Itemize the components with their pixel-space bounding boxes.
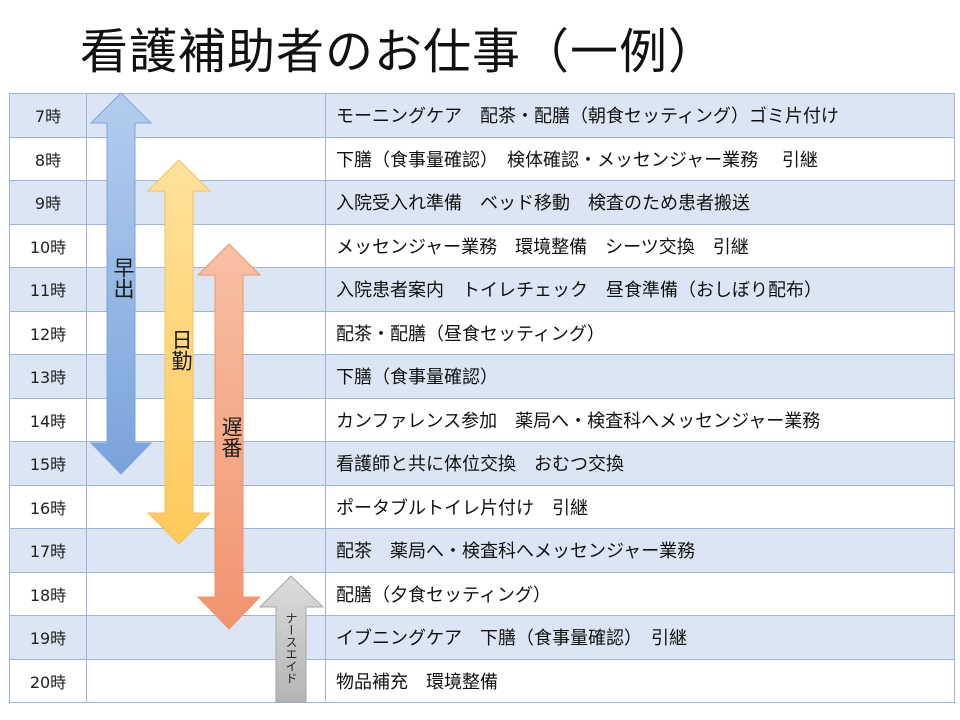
hour-cell: 13時: [9, 354, 87, 399]
task-cell: メッセンジャー業務 環境整備 シーツ交換 引継: [325, 223, 955, 268]
hour-cell: 7時: [9, 93, 87, 138]
table-row: 9時 入院受入れ準備 ベッド移動 検査のため患者搬送: [9, 180, 955, 225]
table-row: 18時 配膳（夕食セッティング）: [9, 571, 955, 616]
task-cell: 配茶 薬局へ・検査科へメッセンジャー業務: [325, 528, 955, 573]
table-row: 19時 イブニングケア 下膳（食事量確認） 引継: [9, 615, 955, 660]
hour-cell: 14時: [9, 397, 87, 442]
shift-cell: [86, 528, 326, 573]
hour-cell: 15時: [9, 441, 87, 486]
task-cell: 看護師と共に体位交換 おむつ交換: [325, 441, 955, 486]
late-shift-label: 遅番: [219, 416, 243, 458]
shift-cell: [86, 571, 326, 616]
task-cell: 入院受入れ準備 ベッド移動 検査のため患者搬送: [325, 180, 955, 225]
table-row: 13時 下膳（食事量確認）: [9, 354, 955, 399]
shift-cell: [86, 136, 326, 181]
shift-cell: [86, 354, 326, 399]
hour-cell: 12時: [9, 310, 87, 355]
hour-cell: 19時: [9, 615, 87, 660]
hour-cell: 17時: [9, 528, 87, 573]
task-cell: カンファレンス参加 薬局へ・検査科へメッセンジャー業務: [325, 397, 955, 442]
table-row: 8時 下膳（食事量確認） 検体確認・メッセンジャー業務 引継: [9, 136, 955, 181]
task-cell: イブニングケア 下膳（食事量確認） 引継: [325, 615, 955, 660]
hour-cell: 18時: [9, 571, 87, 616]
hour-cell: 10時: [9, 223, 87, 268]
hour-cell: 20時: [9, 658, 87, 703]
task-cell: 配膳（夕食セッティング）: [325, 571, 955, 616]
table-row: 17時 配茶 薬局へ・検査科へメッセンジャー業務: [9, 528, 955, 573]
shift-cell: [86, 441, 326, 486]
table-row: 7時 モーニングケア 配茶・配膳（朝食セッティング）ゴミ片付け: [9, 93, 955, 138]
shift-cell: [86, 484, 326, 529]
task-cell: ポータブルトイレ片付け 引継: [325, 484, 955, 529]
shift-cell: [86, 180, 326, 225]
shift-cell: [86, 93, 326, 138]
table-row: 20時 物品補充 環境整備: [9, 658, 955, 703]
table-row: 11時 入院患者案内 トイレチェック 昼食準備（おしぼり配布）: [9, 267, 955, 312]
hour-cell: 8時: [9, 136, 87, 181]
task-cell: モーニングケア 配茶・配膳（朝食セッティング）ゴミ片付け: [325, 93, 955, 138]
table-row: 16時 ポータブルトイレ片付け 引継: [9, 484, 955, 529]
hour-cell: 11時: [9, 267, 87, 312]
early-shift-label: 早出: [111, 257, 135, 299]
table-row: 12時 配茶・配膳（昼食セッティング）: [9, 310, 955, 355]
task-cell: 下膳（食事量確認）: [325, 354, 955, 399]
page-title: 看護補助者のお仕事（一例）: [80, 24, 718, 80]
hour-cell: 9時: [9, 180, 87, 225]
task-cell: 入院患者案内 トイレチェック 昼食準備（おしぼり配布）: [325, 267, 955, 312]
table-row: 14時 カンファレンス参加 薬局へ・検査科へメッセンジャー業務: [9, 397, 955, 442]
shift-cell: [86, 397, 326, 442]
table-row: 15時 看護師と共に体位交換 おむつ交換: [9, 441, 955, 486]
day-shift-label: 日勤: [169, 329, 193, 371]
shift-cell: [86, 310, 326, 355]
task-cell: 下膳（食事量確認） 検体確認・メッセンジャー業務 引継: [325, 136, 955, 181]
nurse-aide-label: ナースエイド: [284, 612, 298, 684]
hour-cell: 16時: [9, 484, 87, 529]
task-cell: 物品補充 環境整備: [325, 658, 955, 703]
table-row: 10時 メッセンジャー業務 環境整備 シーツ交換 引継: [9, 223, 955, 268]
task-cell: 配茶・配膳（昼食セッティング）: [325, 310, 955, 355]
